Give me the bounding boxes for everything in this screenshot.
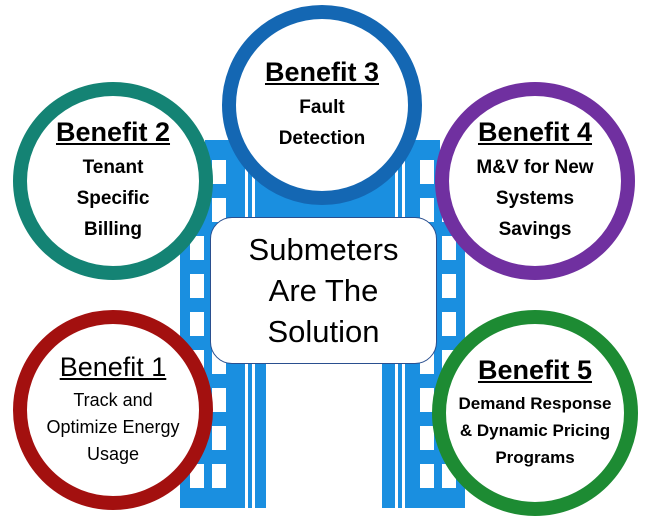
- building-window: [190, 274, 204, 298]
- tower-window: [330, 428, 345, 443]
- building-window: [420, 198, 434, 222]
- benefit-5-line-3: Programs: [495, 448, 575, 467]
- building-window: [420, 426, 434, 450]
- center-solution-box: Submeters Are The Solution: [210, 217, 437, 364]
- benefit-5-title: Benefit 5: [477, 355, 593, 385]
- building-window: [212, 464, 226, 488]
- building-window: [442, 236, 456, 260]
- building-window: [212, 426, 226, 450]
- benefit-2-line-1: Tenant: [82, 157, 144, 178]
- benefit-3-line-2: Detection: [278, 127, 366, 149]
- building-window: [442, 274, 456, 298]
- tower-window: [338, 396, 352, 410]
- tower-window: [292, 374, 306, 388]
- benefit-1-title: Benefit 1: [59, 352, 167, 382]
- benefit-4-line-2: Systems: [495, 188, 575, 209]
- tower-window: [355, 450, 370, 465]
- tower-window: [305, 428, 320, 443]
- tower-window: [355, 428, 370, 443]
- benefit-2-circle: Benefit 2 Tenant Specific Billing: [13, 82, 213, 280]
- tower-window: [280, 472, 295, 487]
- building-window: [420, 464, 434, 488]
- benefit-3-circle: Benefit 3 Fault Detection: [222, 5, 422, 205]
- benefit-2-line-3: Billing: [83, 219, 143, 240]
- center-line-3: Solution: [267, 314, 380, 349]
- building-window: [420, 160, 434, 184]
- benefit-2-title: Benefit 2: [55, 117, 171, 147]
- tower-window: [280, 450, 295, 465]
- building-window: [212, 198, 226, 222]
- benefit-4-line-3: Savings: [498, 219, 572, 240]
- benefit-1-circle: Benefit 1 Track and Optimize Energy Usag…: [13, 310, 213, 510]
- benefit-5-line-1: Demand Response: [458, 394, 612, 413]
- benefit-1-line-2: Optimize Energy: [46, 417, 180, 437]
- building-window: [420, 388, 434, 412]
- tower-window: [292, 396, 306, 410]
- tower-window: [305, 450, 320, 465]
- tower-door: [308, 472, 340, 508]
- benefit-5-circle: Benefit 5 Demand Response & Dynamic Pric…: [432, 310, 638, 516]
- center-line-1: Submeters: [248, 232, 399, 267]
- tower-window: [315, 374, 329, 388]
- benefit-1-line-3: Usage: [86, 444, 140, 464]
- tower-ledge: [268, 414, 380, 419]
- benefit-4-line-1: M&V for New: [476, 157, 594, 178]
- building-window: [442, 312, 456, 336]
- building-window: [190, 236, 204, 260]
- tower-window: [355, 472, 370, 487]
- benefit-1-line-1: Track and: [73, 390, 153, 410]
- benefit-2-line-2: Specific: [76, 188, 150, 209]
- center-line-2: Are The: [268, 273, 379, 308]
- tower-window: [315, 396, 329, 410]
- tower-window: [338, 374, 352, 388]
- benefit-3-line-1: Fault: [299, 96, 345, 118]
- building-window: [212, 160, 226, 184]
- building-window: [190, 464, 204, 488]
- building-window: [190, 312, 204, 336]
- benefit-4-circle: Benefit 4 M&V for New Systems Savings: [435, 82, 635, 280]
- building-window: [212, 388, 226, 412]
- benefit-3-title: Benefit 3: [264, 56, 380, 87]
- benefit-4-title: Benefit 4: [477, 117, 593, 147]
- tower-window: [330, 450, 345, 465]
- benefit-5-line-2: & Dynamic Pricing: [459, 421, 611, 440]
- tower-window: [280, 428, 295, 443]
